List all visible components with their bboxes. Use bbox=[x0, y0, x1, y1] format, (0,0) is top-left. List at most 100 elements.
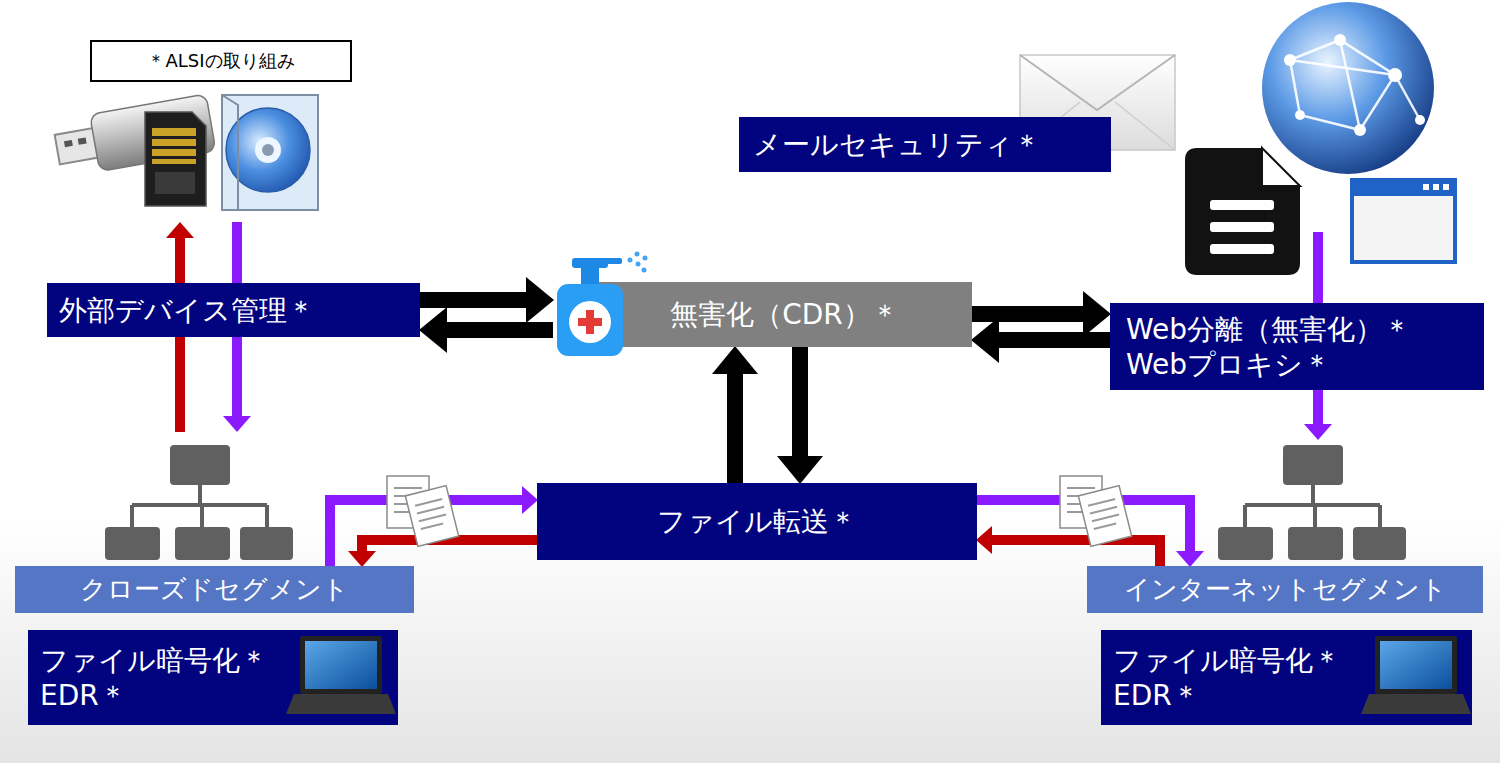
network-icon bbox=[170, 445, 230, 485]
segment-band: インターネットセグメント bbox=[1087, 566, 1483, 613]
network-icon bbox=[132, 485, 267, 527]
endpoint-box: ファイル暗号化＊EDR＊ bbox=[28, 630, 398, 725]
sanitizer-icon bbox=[557, 284, 623, 356]
cd-case bbox=[222, 95, 238, 210]
laptop-icon bbox=[1375, 636, 1457, 694]
label-text: メールセキュリティ＊ bbox=[753, 127, 1041, 162]
web-document bbox=[1185, 148, 1300, 275]
sanitizer-icon bbox=[586, 310, 594, 334]
internet-globe bbox=[1354, 124, 1366, 136]
sd-card bbox=[155, 172, 195, 194]
cdr-box: 無害化（CDR）＊ bbox=[553, 282, 972, 347]
network-icon bbox=[1218, 445, 1406, 560]
sd-card bbox=[152, 128, 196, 164]
segment-band: クローズドセグメント bbox=[15, 566, 414, 613]
sanitizer-icon bbox=[581, 268, 599, 284]
file-icon bbox=[1078, 486, 1131, 547]
laptop-icon bbox=[286, 636, 396, 714]
laptop-icon bbox=[286, 694, 396, 714]
sanitizer-icon bbox=[578, 318, 602, 326]
sanitizer-icon bbox=[643, 256, 648, 261]
label-text: EDR＊ bbox=[1113, 678, 1200, 713]
browser-window bbox=[1352, 180, 1455, 262]
internet-globe bbox=[1334, 34, 1346, 46]
laptop-icon bbox=[305, 641, 377, 689]
cd-case bbox=[262, 144, 274, 156]
internet-globe bbox=[1262, 2, 1434, 174]
mail-envelope bbox=[1020, 55, 1175, 110]
label-text: ファイル転送＊ bbox=[657, 504, 857, 539]
network-icon bbox=[1245, 485, 1380, 527]
cd-case bbox=[255, 137, 281, 163]
file-icon bbox=[405, 486, 458, 547]
sanitizer-icon bbox=[600, 258, 622, 264]
file-icon bbox=[1088, 499, 1121, 529]
function-box: Web分離（無害化）＊Webプロキシ＊ bbox=[1110, 303, 1484, 390]
sd-card bbox=[145, 112, 206, 206]
laptop-icon bbox=[1361, 694, 1471, 714]
label-text: 外部デバイス管理＊ bbox=[59, 293, 315, 328]
network-icon bbox=[240, 527, 293, 560]
sd-card bbox=[152, 136, 196, 139]
internet-globe bbox=[1290, 40, 1420, 130]
web-document bbox=[1185, 148, 1300, 275]
flow-arrow bbox=[362, 540, 537, 551]
network-icon bbox=[1218, 527, 1273, 560]
sanitizer-icon bbox=[636, 262, 641, 267]
laptop-icon bbox=[1361, 636, 1471, 714]
usb-memory bbox=[78, 137, 87, 144]
file-icon bbox=[405, 486, 458, 547]
sanitizer-icon bbox=[557, 252, 648, 357]
function-box: 外部デバイス管理＊ bbox=[47, 283, 420, 337]
network-icon bbox=[105, 527, 160, 560]
file-icon bbox=[415, 499, 448, 529]
laptop-icon bbox=[1380, 641, 1452, 689]
sanitizer-icon bbox=[572, 258, 608, 268]
label-text: ファイル暗号化＊ bbox=[40, 643, 268, 678]
sd-card bbox=[152, 146, 196, 149]
flow-arrow bbox=[999, 332, 1110, 348]
internet-globe bbox=[1388, 68, 1402, 82]
web-document bbox=[1210, 244, 1274, 254]
cd-case bbox=[222, 95, 318, 210]
browser-window bbox=[1433, 184, 1439, 190]
legend-note-box: ＊ALSIの取り組み bbox=[90, 40, 352, 82]
network-icon bbox=[1353, 527, 1406, 560]
internet-globe bbox=[1284, 54, 1296, 66]
flow-arrow bbox=[972, 306, 1083, 322]
cd-case bbox=[222, 95, 318, 210]
flow-arrow bbox=[992, 540, 1160, 566]
file-icon bbox=[1078, 486, 1131, 547]
function-box: メールセキュリティ＊ bbox=[739, 117, 1111, 172]
sanitizer-icon bbox=[569, 301, 611, 343]
flow-arrow bbox=[420, 292, 526, 308]
web-document bbox=[1210, 200, 1274, 210]
network-icon bbox=[175, 527, 230, 560]
browser-window bbox=[1352, 180, 1455, 196]
label-text: クローズドセグメント bbox=[80, 573, 349, 606]
web-document bbox=[1262, 148, 1300, 186]
laptop-icon bbox=[300, 636, 382, 694]
usb-memory bbox=[64, 140, 73, 147]
network-icon bbox=[105, 445, 293, 560]
sd-card bbox=[152, 156, 196, 159]
label-text: EDR＊ bbox=[40, 678, 127, 713]
internet-globe bbox=[1415, 115, 1425, 125]
network-icon bbox=[1288, 527, 1343, 560]
flow-arrow bbox=[727, 374, 743, 483]
sanitizer-icon bbox=[635, 252, 640, 257]
label-text: ＊ALSIの取り組み bbox=[147, 50, 294, 73]
transfer-box: ファイル転送＊ bbox=[537, 483, 977, 560]
endpoint-box: ファイル暗号化＊EDR＊ bbox=[1101, 630, 1472, 725]
label-text: 無害化（CDR）＊ bbox=[670, 297, 899, 332]
file-icon bbox=[1060, 476, 1132, 546]
sanitizer-icon bbox=[628, 258, 633, 263]
browser-window bbox=[1443, 184, 1449, 190]
label-text: ファイル暗号化＊ bbox=[1113, 643, 1341, 678]
sd-card bbox=[145, 112, 206, 206]
flow-arrow bbox=[792, 347, 808, 456]
label-text: Webプロキシ＊ bbox=[1126, 347, 1331, 382]
sanitizer-icon bbox=[642, 268, 647, 273]
internet-globe bbox=[1295, 110, 1305, 120]
